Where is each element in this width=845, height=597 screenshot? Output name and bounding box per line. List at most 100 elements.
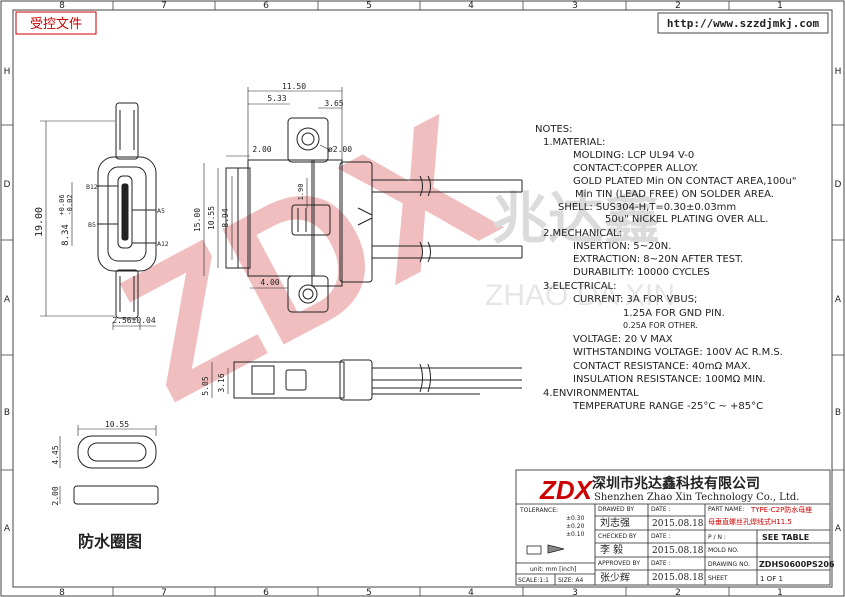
pn-label: P / N :	[708, 534, 726, 541]
col-num-bottom-8: 1	[777, 588, 783, 597]
notes-line-17: WITHSTANDING VOLTAGE: 100V AC R.M.S.	[573, 347, 783, 358]
pin-label-a12: A12	[157, 241, 169, 248]
pin-label-b12: B12	[86, 184, 98, 191]
dim-side-4-00: 4.00	[260, 278, 279, 287]
drawn-by: 刘志强	[600, 516, 630, 529]
dim-bottom-5-05: 5.05	[201, 376, 210, 395]
title-block	[515, 469, 831, 586]
row-letter-left-1: H	[4, 67, 11, 77]
dim-side-3-65: 3.65	[324, 99, 343, 108]
col-num-bottom-3: 6	[263, 588, 269, 597]
doc-control-stamp-box	[15, 11, 97, 35]
pin-label-b5: B5	[88, 222, 96, 229]
unit-label: unit: mm [inch]	[530, 566, 576, 573]
checked-by-label: CHECKED BY	[598, 533, 637, 540]
company-name-cn: 深圳市兆达鑫科技有限公司	[592, 475, 760, 492]
dim-side-10-55: 10.55	[207, 206, 216, 230]
col-num-bottom-5: 4	[468, 588, 474, 597]
mold-label: MOLD NO.	[708, 547, 739, 554]
row-letter-right-3: A	[835, 295, 842, 305]
dim-side-2-00: 2.00	[252, 145, 271, 154]
row-letter-left-5: A	[4, 524, 11, 534]
inner-border	[12, 9, 833, 588]
tolerance-label: TOLERANCE:	[519, 507, 558, 514]
dim-front-tol-minus: -0.02	[66, 194, 74, 215]
dim-side-1-90: 1.90	[297, 184, 305, 201]
col-num-bottom-6: 3	[572, 588, 578, 597]
date-3: 2015.08.18	[652, 573, 704, 583]
side-view	[203, 87, 523, 313]
front-view	[40, 102, 157, 330]
notes-line-10: EXTRACTION: 8~20N AFTER TEST.	[573, 254, 743, 265]
notes-line-16: VOLTAGE: 20 V MAX	[573, 334, 673, 345]
row-letter-left-2: D	[4, 180, 11, 190]
drawing-no: ZDHS0600PS206	[759, 560, 835, 569]
col-num-top-2: 7	[161, 1, 167, 11]
col-num-top-5: 4	[468, 1, 474, 11]
col-num-top-4: 5	[366, 1, 372, 11]
notes-line-15: 0.25A FOR OTHER.	[623, 321, 698, 330]
doc-control-stamp: 受控文件	[30, 17, 82, 32]
tol-value-1: ±0.30	[566, 515, 585, 522]
date-label-3: DATE :	[651, 560, 671, 567]
approved-by-label: APPROVED BY	[598, 560, 640, 567]
approved-by: 张少辉	[600, 572, 630, 584]
gasket-label: 防水圈图	[78, 532, 142, 551]
drawn-by-label: DRAWED BY	[598, 506, 634, 513]
dim-gasket-thickness: 2.00	[51, 486, 60, 505]
watermark-en: ZHAO DA XIN	[485, 279, 675, 312]
website-url[interactable]: http://www.szzdjmkj.com	[667, 17, 820, 30]
col-num-bottom-1: 8	[59, 588, 65, 597]
col-num-top-3: 6	[263, 1, 269, 11]
part-name-line-2: 母垂直螺丝孔焊线式H11.5	[708, 517, 792, 526]
col-num-bottom-4: 5	[366, 588, 372, 597]
notes-line-9: INSERTION: 5~20N.	[573, 241, 671, 252]
notes-line-21: TEMPERATURE RANGE -25°C ~ +85°C	[572, 401, 763, 412]
notes-line-20: 4.ENVIRONMENTAL	[543, 388, 639, 399]
notes-line-1: 1.MATERIAL:	[543, 137, 605, 148]
drawing-no-label: DRAWING NO.	[708, 561, 750, 568]
col-num-top-6: 3	[572, 1, 578, 11]
notes-line-19: INSULATION RESISTANCE: 100MΩ MIN.	[573, 374, 766, 385]
notes-line-14: 1.25A FOR GND PIN.	[623, 308, 725, 319]
gasket-view	[59, 425, 159, 505]
part-name-line-1: TYPE-C2P防水母座	[750, 505, 812, 514]
row-letter-right-4: B	[835, 408, 841, 418]
dim-side-total-width: 11.50	[282, 82, 306, 91]
row-letter-left-3: A	[4, 295, 11, 305]
watermark-cn: 兆达鑫	[492, 187, 660, 252]
notes-line-2: MOLDING: LCP UL94 V-0	[573, 150, 694, 161]
bottom-view	[211, 359, 522, 401]
row-letter-right-2: D	[835, 180, 842, 190]
size-label: SIZE: A4	[558, 577, 584, 584]
company-name-en: Shenzhen Zhao Xin Technology Co., Ltd.	[594, 492, 799, 503]
col-num-top-8: 1	[777, 1, 783, 11]
dim-front-inner: 8.34	[61, 224, 71, 246]
dim-side-15-00: 15.00	[193, 208, 202, 232]
dim-front-tol-plus: +0.06	[58, 194, 66, 215]
row-letter-right-5: A	[835, 524, 842, 534]
notes-line-12: 3.ELECTRICAL:	[543, 281, 617, 292]
mold-value: SEE TABLE	[762, 533, 809, 542]
notes-block: NOTES: 1.MATERIAL: MOLDING: LCP UL94 V-0…	[535, 124, 796, 412]
col-num-top-1: 8	[59, 1, 65, 11]
notes-line-7: 50u" NICKEL PLATING OVER ALL.	[605, 214, 768, 225]
tol-value-3: ±0.10	[566, 531, 585, 538]
dim-front-height: 19.00	[34, 207, 45, 237]
notes-line-18: CONTACT RESISTANCE: 40mΩ MAX.	[573, 361, 751, 372]
col-num-bottom-2: 7	[161, 588, 167, 597]
scale-label: SCALE:1:1	[518, 577, 549, 584]
sheet-value: 1 OF 1	[760, 575, 783, 583]
website-box	[657, 12, 829, 34]
dim-side-hole: ø2.00	[328, 145, 352, 154]
dim-bottom-3-16: 3.16	[217, 373, 226, 392]
date-label-1: DATE :	[651, 506, 671, 513]
title-block-logo: ZDX	[539, 475, 594, 505]
notes-line-11: DURABILITY: 10000 CYCLES	[573, 267, 710, 278]
tol-value-2: ±0.20	[566, 523, 585, 530]
dim-gasket-width: 10.55	[105, 420, 129, 429]
notes-line-6: SHELL: SUS304-H,T=0.30±0.03mm	[558, 202, 736, 213]
notes-line-13: CURRENT: 3A FOR VBUS;	[573, 294, 697, 305]
date-1: 2015.08.18	[652, 519, 704, 529]
